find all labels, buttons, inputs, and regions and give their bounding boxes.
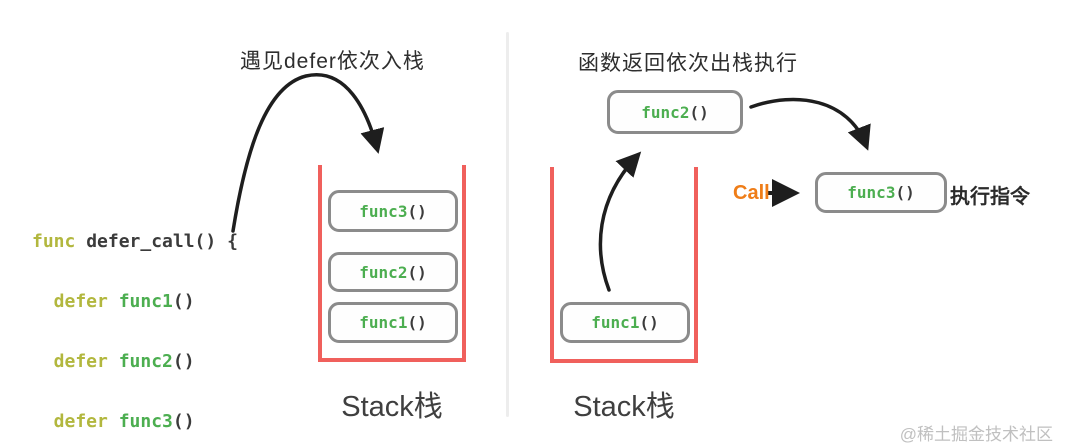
code-keyword: func	[32, 231, 87, 252]
left-stack-container: func3() func2() func1()	[318, 165, 466, 362]
func-paren: ()	[689, 102, 709, 122]
call-label: Call	[733, 182, 770, 204]
func-name: func3	[847, 183, 896, 202]
panel-divider	[506, 32, 509, 417]
code-line-2: defer func1()	[32, 292, 238, 312]
code-line-4: defer func3()	[32, 412, 238, 432]
func-name: func3	[359, 201, 408, 221]
func-name: func2	[641, 102, 690, 122]
func-paren: ()	[639, 313, 659, 332]
code-line-3: defer func2()	[32, 352, 238, 372]
stack-item-func3: func3()	[328, 190, 458, 232]
popped-func2-box: func2()	[607, 90, 743, 134]
left-panel-title: 遇见defer依次入栈	[240, 50, 425, 73]
code-text: defer_call() {	[86, 231, 238, 252]
code-snippet: func defer_call() { defer func1() defer …	[32, 192, 238, 447]
right-stack-container: func1()	[550, 167, 698, 363]
code-keyword: defer	[32, 411, 119, 432]
right-panel-title: 函数返回依次出栈执行	[578, 52, 798, 75]
code-func-name: func1	[118, 291, 173, 312]
code-func-name: func3	[118, 411, 173, 432]
func-paren: ()	[407, 313, 427, 332]
stack-item-func1: func1()	[560, 302, 690, 343]
stack-item-func1: func1()	[328, 302, 458, 343]
code-text: ()	[172, 411, 195, 432]
code-line-1: func defer_call() {	[32, 232, 238, 252]
func-name: func1	[359, 313, 408, 332]
right-stack-label: Stack栈	[573, 391, 675, 423]
func-name: func2	[359, 262, 408, 282]
func-paren: ()	[895, 183, 915, 202]
watermark: @稀土掘金技术社区	[899, 425, 1053, 444]
func-paren: ()	[407, 262, 427, 282]
stack-item-func2: func2()	[328, 252, 458, 292]
func-paren: ()	[407, 201, 427, 221]
code-text: ()	[172, 351, 195, 372]
exec-instruction-label: 执行指令	[950, 186, 1030, 208]
executing-func3-box: func3()	[815, 172, 947, 213]
code-keyword: defer	[32, 291, 119, 312]
code-func-name: func2	[118, 351, 173, 372]
func-name: func1	[591, 313, 640, 332]
code-keyword: defer	[32, 351, 119, 372]
code-text: ()	[172, 291, 195, 312]
left-stack-label: Stack栈	[341, 391, 443, 423]
func2-to-func3-arrow	[749, 97, 871, 151]
